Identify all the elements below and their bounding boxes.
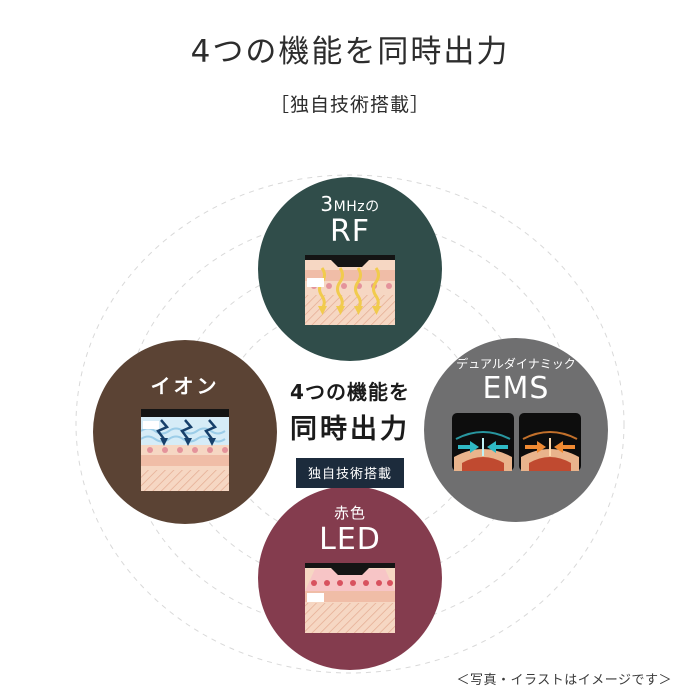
feature-circle-ion: イオン — [93, 340, 277, 524]
ems-name-label: EMS — [482, 371, 550, 406]
feature-circle-rf: 3MHzの RF — [258, 177, 442, 361]
ems-muscle-illustration-right-icon — [518, 412, 581, 471]
led-skin-illustration-icon — [305, 562, 395, 633]
page-subtitle: ［独自技術搭載］ — [269, 94, 430, 116]
center-technology-badge: 独自技術搭載 — [295, 458, 404, 488]
rf-frequency-particle: の — [365, 199, 380, 215]
ems-sub-label: デュアルダイナミック — [456, 357, 576, 371]
feature-circle-led: 赤色 LED — [258, 486, 442, 670]
center-line2: 同時出力 — [290, 414, 410, 445]
rf-frequency-label: 3MHzの — [320, 193, 379, 215]
ems-illustration-row — [451, 412, 581, 471]
page-title: 4つの機能を同時出力 — [190, 34, 510, 70]
rf-skin-illustration-icon — [305, 254, 395, 325]
ion-skin-illustration-icon — [141, 409, 229, 491]
ion-name-label: イオン — [150, 374, 220, 398]
led-sub-label: 赤色 — [333, 504, 366, 522]
rf-frequency-number: 3 — [320, 192, 334, 216]
led-name-label: LED — [319, 522, 381, 557]
center-summary: 4つの機能を 同時出力 独自技術搭載 — [290, 376, 410, 488]
feature-circle-ems: デュアルダイナミック EMS — [424, 338, 608, 522]
rf-name-label: RF — [329, 214, 371, 250]
center-line1: 4つの機能を — [290, 380, 410, 404]
rf-frequency-unit: MHz — [333, 199, 366, 215]
image-disclaimer-note: ＜写真・イラストはイメージです＞ — [456, 673, 672, 688]
ems-muscle-illustration-left-icon — [451, 412, 514, 471]
